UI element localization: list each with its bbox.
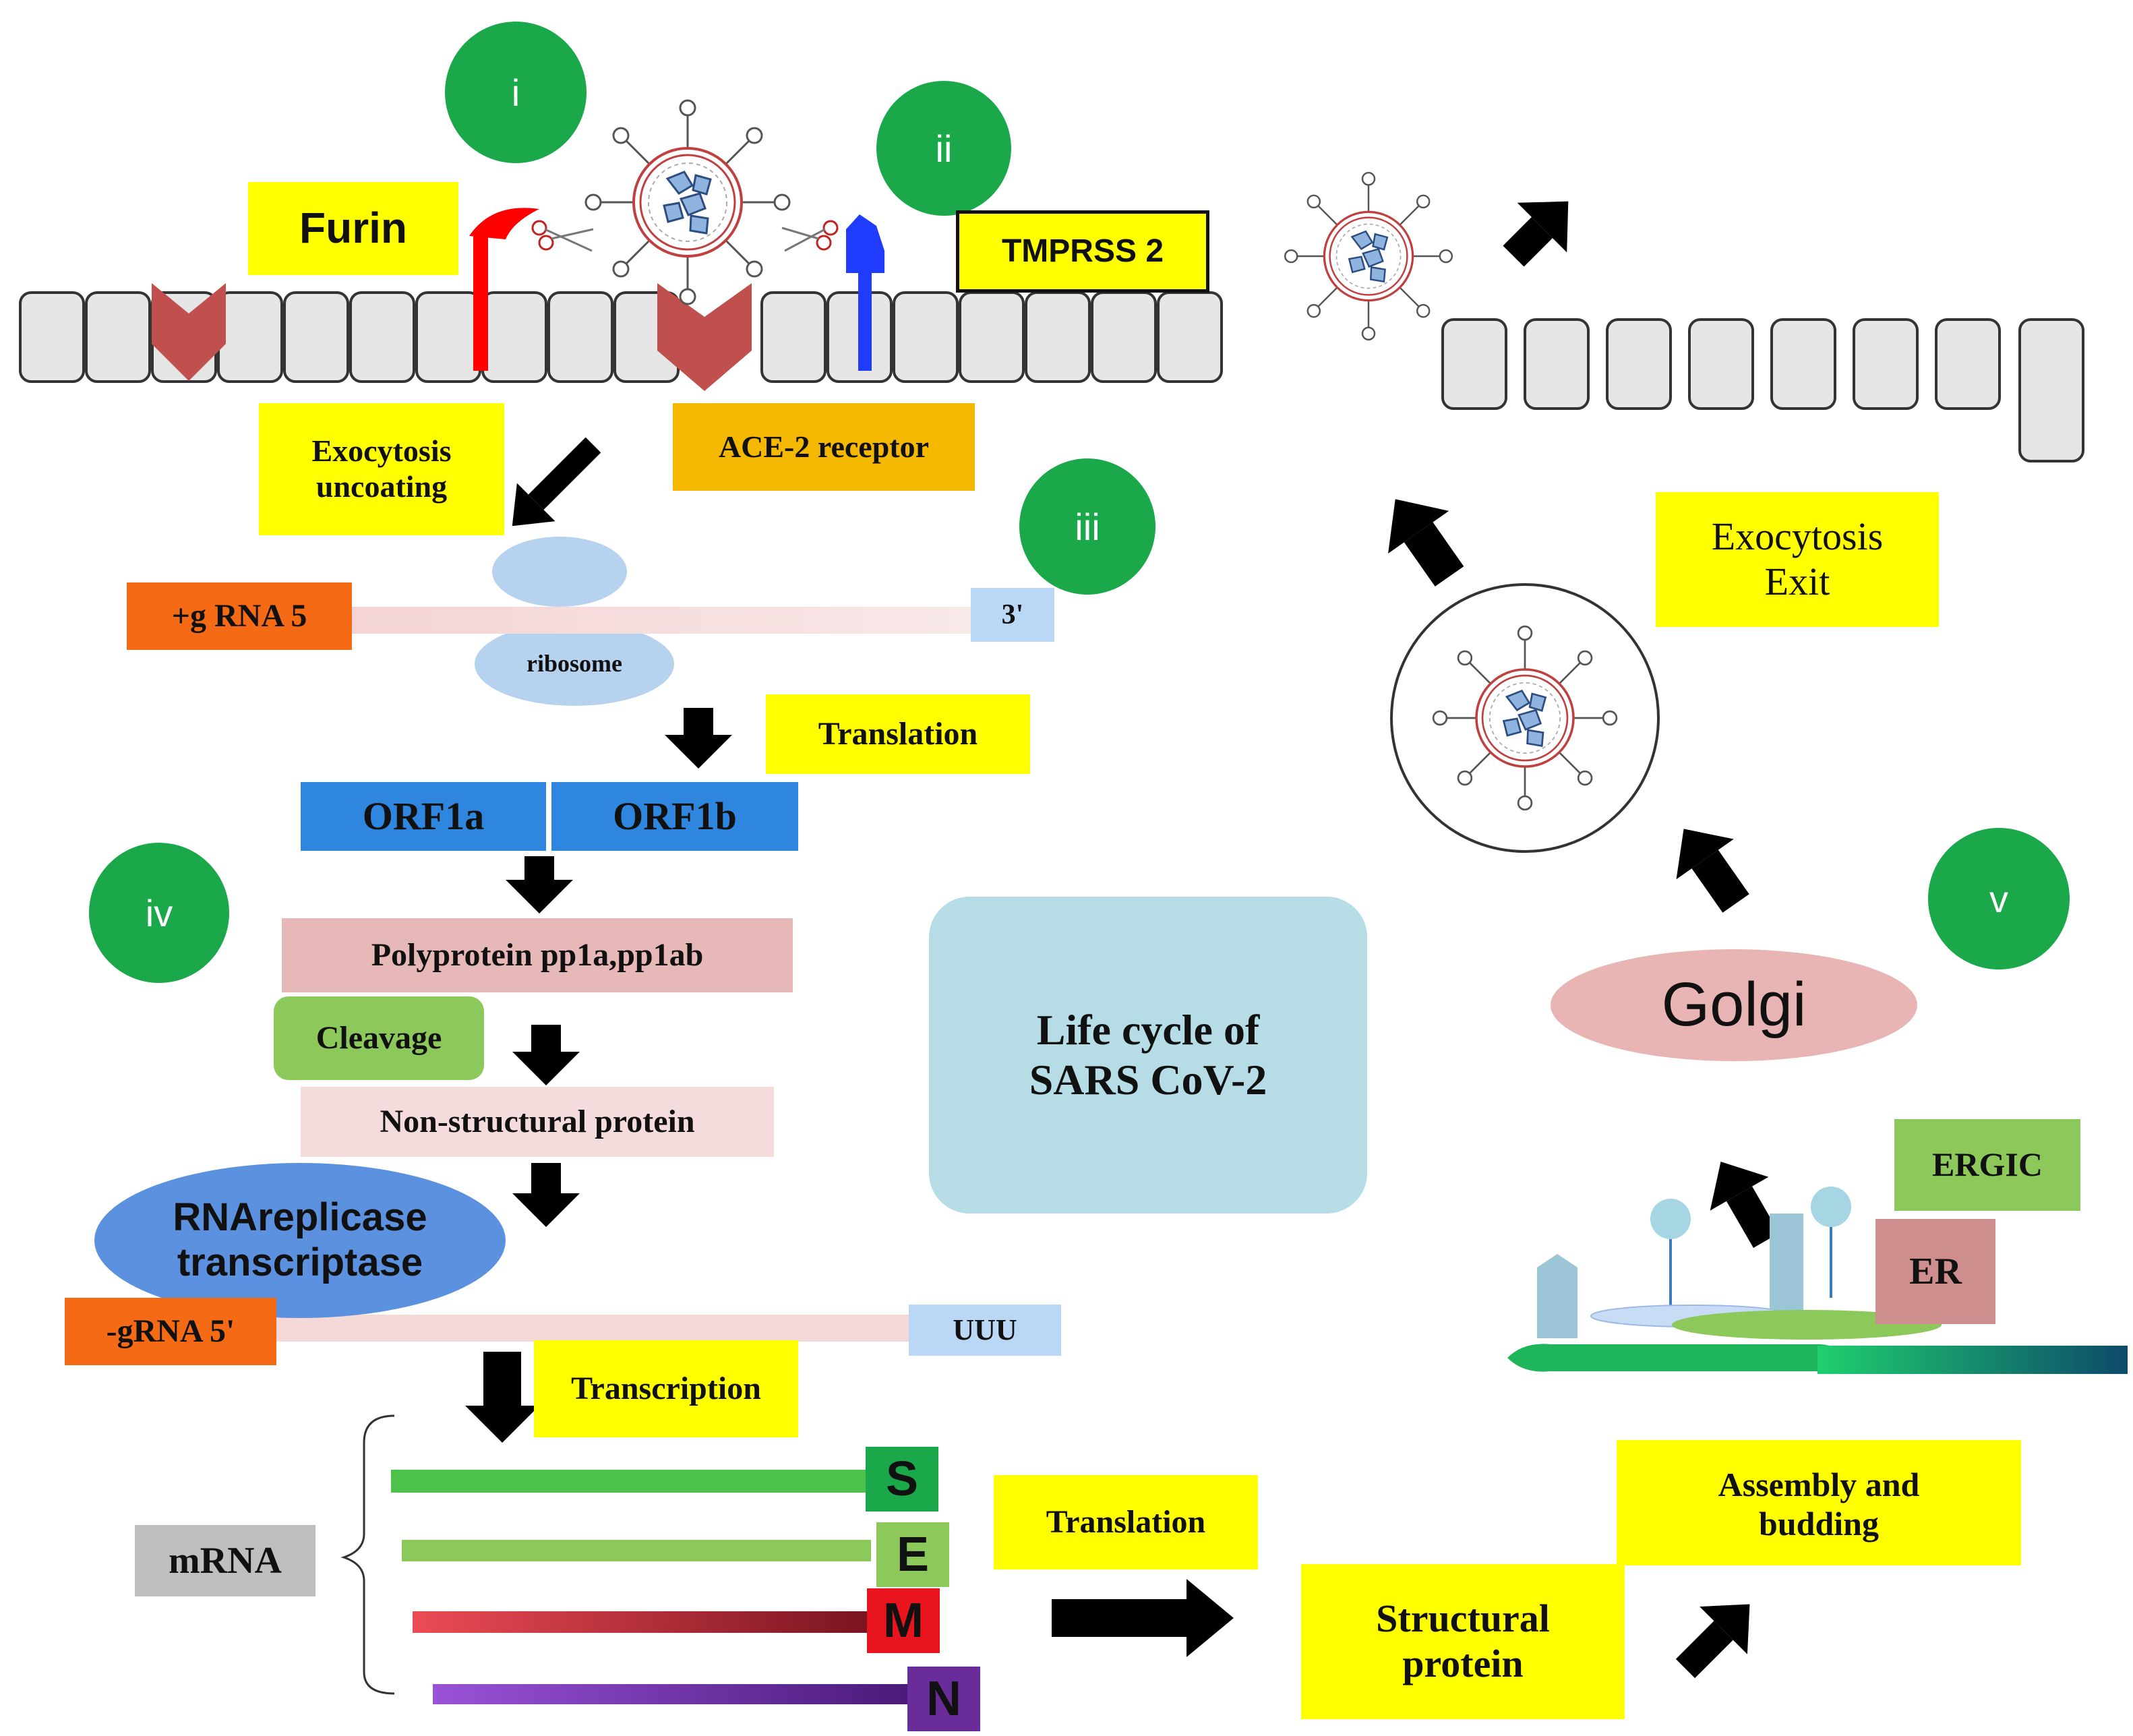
non-structural-protein-label: Non-structural protein: [301, 1087, 774, 1157]
er-label: ER: [1875, 1219, 1995, 1324]
plus-grna-strand: [351, 607, 971, 634]
plus-grna-label: +g RNA 5: [127, 582, 352, 650]
arrow-entry-icon: [512, 437, 601, 527]
mrna-bracket: [340, 1414, 395, 1695]
exocytosis-exit-label: Exocytosis Exit: [1656, 492, 1939, 627]
membrane-right: [1441, 318, 2084, 462]
flow-arrows: [465, 201, 1780, 1679]
gene-s-label: S: [866, 1447, 938, 1511]
ergic-label: ERGIC: [1894, 1119, 2080, 1211]
arrow-to-membrane-icon: [1388, 499, 1464, 587]
mrna-label: mRNA: [135, 1525, 316, 1596]
step-marker-i: i: [445, 22, 587, 163]
arrow-to-vesicle-icon: [1676, 829, 1749, 913]
ace2-receptor-shape-left: [152, 283, 226, 381]
polyprotein-label: Polyprotein pp1a,pp1ab: [282, 918, 793, 992]
three-prime-end-box: [971, 588, 1054, 642]
step-marker-iii: iii: [1019, 458, 1155, 595]
step-marker-ii: ii: [876, 81, 1011, 216]
arrow-down-translation-icon: [665, 708, 732, 769]
ribosome-large-subunit-shape: [475, 622, 674, 706]
arrow-down-orf-icon: [506, 856, 573, 914]
gene-n-label: N: [907, 1667, 980, 1731]
exocytosis-uncoating-label: Exocytosis uncoating: [259, 403, 504, 535]
gene-m-label: M: [867, 1588, 940, 1653]
uuu-end-box: [909, 1305, 1061, 1356]
ace2-receptor-label: ACE-2 receptor: [673, 403, 975, 491]
ribosome-label: ribosome: [527, 650, 622, 678]
step-marker-v: v: [1928, 828, 2070, 969]
minus-grna-label: -gRNA 5': [65, 1298, 276, 1365]
translation-label-2: Translation: [994, 1475, 1258, 1569]
translation-label-1: Translation: [766, 694, 1030, 774]
arrow-down-nsp-icon: [512, 1163, 580, 1227]
furin-label: Furin: [248, 182, 458, 275]
minus-grna-strand: [275, 1315, 909, 1342]
orf1b-block: ORF1b: [551, 782, 798, 851]
three-prime-label: 3': [1001, 599, 1024, 630]
scissors-icon: [531, 220, 594, 252]
arrow-right-translation-icon: [1052, 1579, 1234, 1657]
er-ergic-illustration: [1507, 1187, 2128, 1374]
virion-exit-icon: [1284, 171, 1453, 341]
step-marker-iv: iv: [89, 843, 229, 983]
assembly-budding-label: Assembly and budding: [1617, 1440, 2021, 1565]
ace2-receptor-shape-right: [657, 283, 752, 391]
arrow-down-cleavage-icon: [512, 1025, 580, 1085]
golgi-label: Golgi: [1551, 949, 1917, 1061]
mrna-e-strand: [402, 1540, 871, 1561]
mrna-m-strand: [413, 1611, 868, 1633]
uuu-label: UUU: [953, 1313, 1017, 1346]
vesicle-virion-icon: [1390, 583, 1660, 853]
gene-e-label: E: [876, 1522, 949, 1587]
structural-protein-label: Structural protein: [1301, 1564, 1625, 1719]
arrow-release-icon: [1503, 201, 1569, 267]
page-title: Life cycle of SARS CoV-2: [929, 897, 1367, 1214]
virion-entry-icon: [584, 99, 791, 305]
tmprss2-label: TMPRSS 2: [956, 210, 1209, 293]
ribosome-small-subunit-shape: [492, 537, 627, 607]
transcription-label: Transcription: [534, 1340, 798, 1437]
orf1a-block: ORF1a: [301, 782, 546, 851]
arrow-down-transcription-icon: [465, 1352, 539, 1443]
furin-protease-shape: [469, 208, 539, 371]
scissors-icon-2: [781, 220, 839, 252]
mrna-s-strand: [391, 1470, 866, 1493]
mrna-n-strand: [433, 1684, 907, 1704]
arrow-to-golgi-icon: [1710, 1162, 1780, 1248]
tmprss2-protease-shape: [846, 214, 884, 371]
cleavage-label: Cleavage: [274, 996, 484, 1080]
arrow-to-assembly-icon: [1675, 1604, 1750, 1679]
rna-replicase-transcriptase-label: RNAreplicase transcriptase: [94, 1163, 506, 1318]
